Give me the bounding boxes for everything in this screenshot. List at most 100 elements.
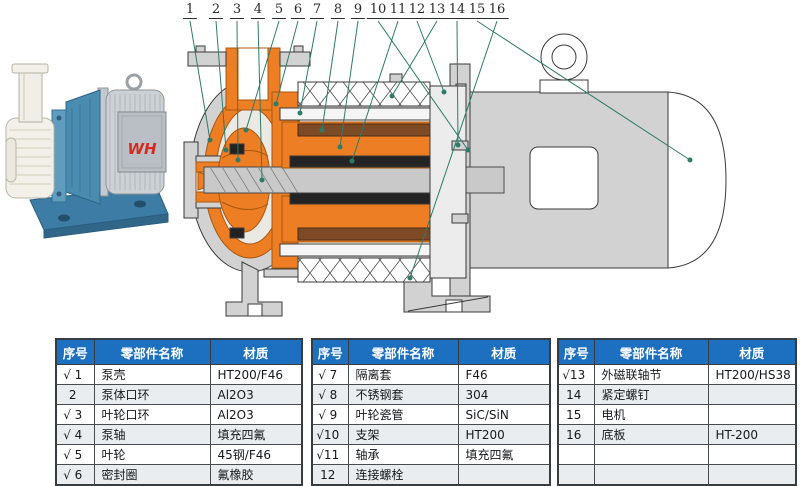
part-material: Al2O3 [209,404,303,425]
col-header-material: 材质 [457,338,551,365]
callout-label-13: 13 [425,2,449,19]
col-header-material: 材质 [209,338,303,365]
table-row [557,444,797,465]
part-material [707,404,797,425]
part-name: 轴承 [347,444,459,465]
table-row [557,464,797,486]
part-material: F46 [457,364,551,385]
part-name: 紧定螺钉 [593,384,709,405]
col-header-no: 序号 [557,338,595,365]
callout-label-16: 16 [485,2,509,19]
part-name: 叶轮口环 [93,404,211,425]
leader-lines [189,20,693,281]
bearing [289,192,451,205]
part-name: 泵壳 [93,364,211,385]
technical-drawing: WH [5,20,727,317]
callout-label-11: 11 [386,2,410,19]
col-header-name: 零部件名称 [593,338,709,365]
callout-label-4: 4 [250,2,266,19]
callout-label-7: 7 [309,2,325,19]
col-header-no: 序号 [55,338,95,365]
callout-label-8: 8 [330,2,346,19]
part-material: 45钢/F46 [209,444,303,465]
part-name: 连接螺栓 [347,464,459,486]
part-no: √13 [557,364,595,385]
wear-ring [229,143,245,155]
part-material: 304 [457,384,551,405]
callout-label-6: 6 [290,2,306,19]
part-name: 支架 [347,424,459,445]
part-no: √ 9 [311,404,349,425]
photo-coupling-housing [65,89,101,205]
part-name: 电机 [593,404,709,425]
magnet-band [297,227,433,241]
callout-label-3: 3 [229,2,245,19]
part-name [593,464,709,486]
part-material [707,444,797,465]
part-no: √ 5 [55,444,95,465]
part-no: 2 [55,384,95,405]
bearing [289,155,451,168]
col-header-material: 材质 [707,338,797,365]
callout-label-15: 15 [465,2,489,19]
col-header-no: 序号 [311,338,349,365]
part-material: HT200 [457,424,551,445]
part-name: 隔离套 [347,364,459,385]
cross-section [183,33,727,317]
part-name [593,444,709,465]
callout-label-2: 2 [208,2,224,19]
part-material [707,464,797,486]
part-material: SiC/SiN [457,404,551,425]
part-no [557,444,595,465]
magnet-band [297,123,433,137]
wear-ring [229,227,245,239]
part-no: √10 [311,424,349,445]
part-no: 16 [557,424,595,445]
part-name: 不锈钢套 [347,384,459,405]
photo-inlet-pipe [18,71,43,123]
outer-magnet-coupling [297,81,469,283]
photo-eye-bolt [125,73,143,91]
part-material: 氟橡胶 [209,464,303,486]
motor-nameplate [529,146,599,210]
part-material: HT200/HS38 [707,364,797,385]
part-no [557,464,595,486]
set-screw [451,213,469,224]
part-material: HT-200 [707,424,797,445]
callout-label-12: 12 [405,2,429,19]
part-name: 密封圈 [93,464,211,486]
callout-label-1: 1 [182,2,198,19]
part-no: √ 6 [55,464,95,486]
part-material [707,384,797,405]
part-material: 填充四氟 [457,444,551,465]
part-name: 底板 [593,424,709,445]
motor-section [469,33,727,269]
part-name: 泵体口环 [93,384,211,405]
part-name: 叶轮 [93,444,211,465]
part-name: 泵轴 [93,424,211,445]
callout-label-5: 5 [271,2,287,19]
part-material: Al2O3 [209,384,303,405]
part-material: 填充四氟 [209,424,303,445]
part-no: √ 3 [55,404,95,425]
part-no: 15 [557,404,595,425]
callout-label-10: 10 [366,2,390,19]
part-name: 叶轮瓷管 [347,404,459,425]
part-no: 14 [557,384,595,405]
